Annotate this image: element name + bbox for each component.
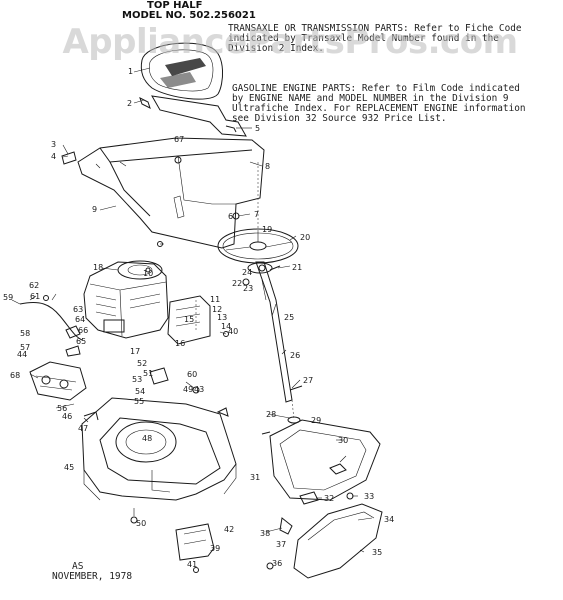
steering-wheel-part bbox=[217, 228, 299, 264]
callout-label: 34 bbox=[384, 515, 394, 524]
callout-label: 2 bbox=[127, 99, 132, 108]
engine-part bbox=[83, 260, 169, 339]
callout-label: 46 bbox=[62, 412, 72, 421]
seat-pan-part bbox=[151, 95, 247, 137]
callout-label: 29 bbox=[311, 416, 321, 425]
callout-label: 28 bbox=[266, 410, 276, 419]
callout-label: 15 bbox=[184, 315, 194, 324]
callout-label: 55 bbox=[134, 397, 144, 406]
callout-label: 44 bbox=[17, 350, 27, 359]
callout-label: 20 bbox=[300, 233, 310, 242]
callout-label: 41 bbox=[187, 560, 197, 569]
footer-code: AS bbox=[72, 561, 84, 572]
callout-label: 43 bbox=[194, 385, 204, 394]
callout-label: 32 bbox=[324, 494, 334, 503]
callout-label: 63 bbox=[73, 305, 83, 314]
callout-label: 11 bbox=[210, 295, 220, 304]
callout-label: 8 bbox=[265, 162, 270, 171]
callout-label: 50 bbox=[136, 519, 146, 528]
engine-bracket-part bbox=[167, 295, 211, 345]
callout-label: 64 bbox=[75, 315, 85, 324]
callout-label: 67 bbox=[174, 135, 184, 144]
callout-label: 25 bbox=[284, 313, 294, 322]
callout-label: 51 bbox=[143, 369, 153, 378]
transaxle-note-line: indicated by Transaxle Model Number foun… bbox=[228, 33, 499, 44]
callout-label: 10 bbox=[143, 269, 153, 278]
callout-label: 23 bbox=[243, 284, 253, 293]
callout-label: 4 bbox=[51, 152, 56, 161]
steering-shaft-part bbox=[247, 261, 293, 403]
callout-label: 27 bbox=[303, 376, 313, 385]
callout-label: 16 bbox=[175, 339, 185, 348]
callout-label: 14 bbox=[221, 322, 231, 331]
callout-label: 57 bbox=[20, 343, 30, 352]
callout-label: 5 bbox=[255, 124, 260, 133]
callout-label: 30 bbox=[338, 436, 348, 445]
callout-label: 39 bbox=[210, 544, 220, 553]
callout-label: 6 bbox=[228, 212, 233, 221]
frame-chassis-part bbox=[81, 397, 237, 501]
callout-numbers: 1 2 3 4 5 6 7 8 9 10 11 12 13 14 15 16 1… bbox=[3, 67, 394, 569]
front-bumper-part bbox=[293, 503, 383, 579]
callout-label: 58 bbox=[20, 329, 30, 338]
transaxle-note: TRANSAXLE OR TRANSMISSION PARTS: Refer t… bbox=[228, 24, 522, 54]
transaxle-note-line: Division 2 Index. bbox=[228, 43, 324, 54]
callout-label: 19 bbox=[262, 225, 272, 234]
alignment-lines bbox=[195, 160, 295, 421]
callout-label: 33 bbox=[364, 492, 374, 501]
callout-label: 36 bbox=[272, 559, 282, 568]
callout-label: 9 bbox=[92, 205, 97, 214]
front-panel-part bbox=[269, 419, 381, 501]
callout-label: 53 bbox=[132, 375, 142, 384]
callout-label: 24 bbox=[242, 268, 252, 277]
callout-label: 68 bbox=[10, 371, 20, 380]
callout-label: 22 bbox=[232, 279, 242, 288]
footer-date: NOVEMBER, 1978 bbox=[52, 571, 133, 582]
callout-label: 1 bbox=[128, 67, 133, 76]
callout-label: 61 bbox=[30, 292, 40, 301]
transaxle-note-line: TRANSAXLE OR TRANSMISSION PARTS: Refer t… bbox=[228, 23, 522, 34]
engine-note-line: GASOLINE ENGINE PARTS: Refer to Film Cod… bbox=[232, 83, 520, 94]
callout-label: 37 bbox=[276, 540, 286, 549]
callout-label: 47 bbox=[78, 424, 88, 433]
callout-label: 42 bbox=[224, 525, 234, 534]
front-bracket-part bbox=[175, 523, 215, 561]
callout-label: 13 bbox=[217, 313, 227, 322]
callout-label: 3 bbox=[51, 140, 56, 149]
callout-label: 56 bbox=[57, 404, 67, 413]
engine-note-line: by ENGINE NAME and MODEL NUMBER in the D… bbox=[232, 93, 509, 104]
callout-label: 17 bbox=[130, 347, 140, 356]
model-number: MODEL NO. 502.256021 bbox=[122, 10, 256, 21]
callout-label: 35 bbox=[372, 548, 382, 557]
callout-label: 48 bbox=[142, 434, 152, 443]
callout-label: 45 bbox=[64, 463, 74, 472]
seat-part bbox=[140, 42, 223, 100]
callout-label: 54 bbox=[135, 387, 145, 396]
engine-note-line: see Division 32 Source 932 Price List. bbox=[232, 113, 447, 124]
callout-label: 21 bbox=[292, 263, 302, 272]
leader-lines bbox=[11, 67, 373, 553]
callout-label: 60 bbox=[187, 370, 197, 379]
callout-label: 52 bbox=[137, 359, 147, 368]
callout-label: 65 bbox=[76, 337, 86, 346]
callout-label: 40 bbox=[228, 327, 238, 336]
engine-note: GASOLINE ENGINE PARTS: Refer to Film Cod… bbox=[232, 84, 526, 124]
callout-label: 31 bbox=[250, 473, 260, 482]
callout-label: 26 bbox=[290, 351, 300, 360]
callout-label: 18 bbox=[93, 263, 103, 272]
callout-label: 62 bbox=[29, 281, 39, 290]
callout-label: 12 bbox=[212, 305, 222, 314]
callout-label: 66 bbox=[78, 326, 88, 335]
callout-label: 7 bbox=[254, 210, 259, 219]
engine-note-line: Ultrafiche Index. For REPLACEMENT ENGINE… bbox=[232, 103, 526, 114]
control-assembly-part bbox=[29, 361, 87, 401]
hood-fender-part bbox=[77, 137, 265, 249]
diagram-title: TOP HALF bbox=[147, 0, 203, 11]
hardware-pieces bbox=[43, 97, 354, 573]
callout-label: 59 bbox=[3, 293, 13, 302]
callout-label: 38 bbox=[260, 529, 270, 538]
callout-label: 49 bbox=[183, 385, 193, 394]
